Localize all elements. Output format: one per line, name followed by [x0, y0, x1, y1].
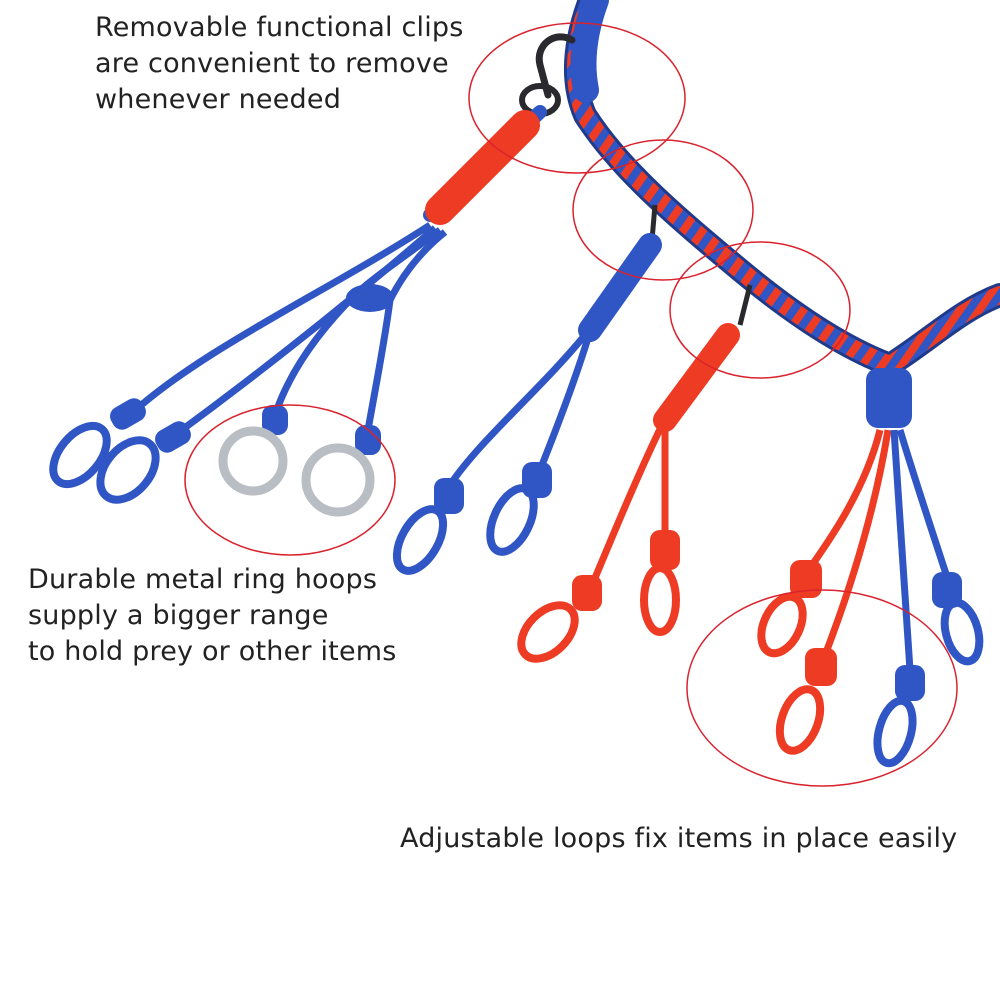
caption-rings-line-3: to hold prey or other items: [28, 636, 397, 667]
caption-adjustable-loops: Adjustable loops fix items in place easi…: [400, 821, 957, 857]
caption-clips-line-1: Removable functional clips: [95, 12, 464, 43]
middle-blue-pendant: [392, 204, 662, 575]
caption-removable-clips: Removable functional clips are convenien…: [95, 10, 464, 118]
caption-rings-line-1: Durable metal ring hoops: [28, 564, 378, 595]
main-braided-lanyard: [563, 0, 1000, 379]
callout-circles: [184, 22, 958, 787]
caption-loops-line-1: Adjustable loops fix items in place easi…: [400, 823, 958, 854]
callout-circle-loops: [686, 589, 958, 787]
callout-circle-clip-right: [669, 241, 851, 379]
caption-rings-line-2: supply a bigger range: [28, 600, 329, 631]
callout-circle-clip-middle: [572, 139, 754, 281]
middle-red-pendant: [517, 284, 753, 663]
metal-rings: [218, 426, 375, 517]
left-pendant-group: [49, 105, 547, 504]
callout-circle-clip-top: [468, 22, 686, 174]
caption-clips-line-3: whenever needed: [95, 84, 342, 115]
right-pendant-group: [757, 368, 984, 768]
callout-circle-rings: [184, 404, 396, 556]
caption-clips-line-2: are convenient to remove: [95, 48, 449, 79]
caption-metal-rings: Durable metal ring hoops supply a bigger…: [28, 562, 397, 670]
